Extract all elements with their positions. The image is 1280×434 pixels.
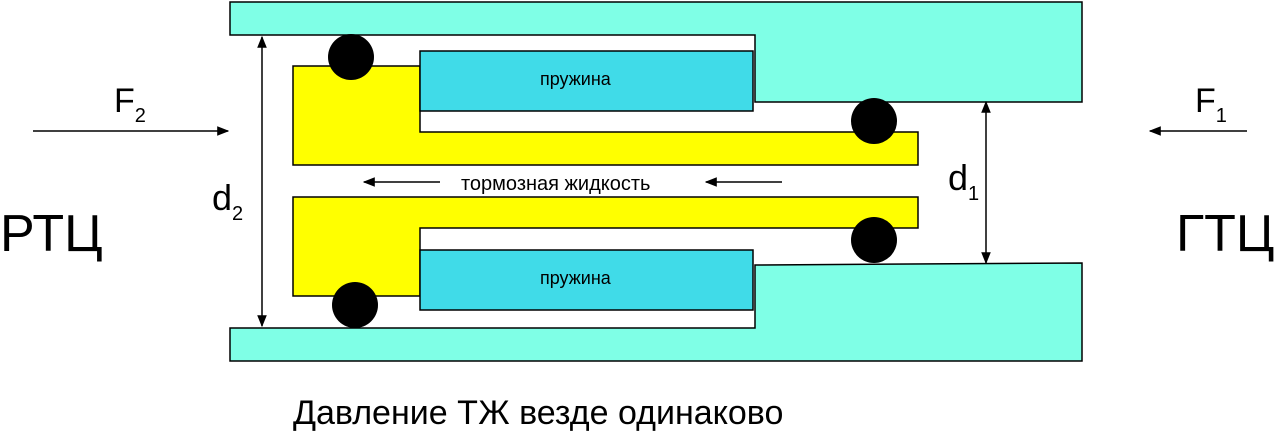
dimension-d2-symbol: d	[212, 177, 233, 218]
seal-ball	[851, 217, 897, 263]
seal-ball	[851, 98, 897, 144]
dimension-d1-symbol: d	[948, 157, 969, 198]
dimension-d1-label: d1	[948, 157, 980, 205]
dimension-d1-subscript: 1	[968, 183, 980, 205]
housing-bottom	[229, 262, 1083, 362]
force-f1-symbol: F	[1195, 82, 1216, 120]
brake-fluid-label: тормозная жидкость	[461, 173, 651, 195]
seal-ball	[328, 34, 374, 80]
housing-top	[229, 1, 1083, 103]
gtc-label: ГТЦ	[1176, 205, 1275, 263]
spring-lower-label: пружина	[540, 268, 611, 288]
spring-lower	[419, 249, 754, 311]
piston-lower	[292, 196, 919, 297]
spring-upper	[419, 50, 754, 112]
rtc-label: РТЦ	[0, 205, 103, 263]
force-f2-symbol: F	[114, 82, 135, 120]
force-f1-subscript: 1	[1215, 105, 1227, 127]
force-f2-subscript: 2	[134, 105, 146, 127]
force-f2-label: F2	[114, 84, 146, 126]
dimension-d2-subscript: 2	[232, 203, 244, 225]
seal-ball	[332, 282, 378, 328]
spring-upper-label: пружина	[540, 69, 611, 89]
caption: Давление ТЖ везде одинаково	[293, 394, 784, 432]
force-f1-label: F1	[1195, 84, 1227, 126]
dimension-d2-label: d2	[212, 177, 244, 225]
